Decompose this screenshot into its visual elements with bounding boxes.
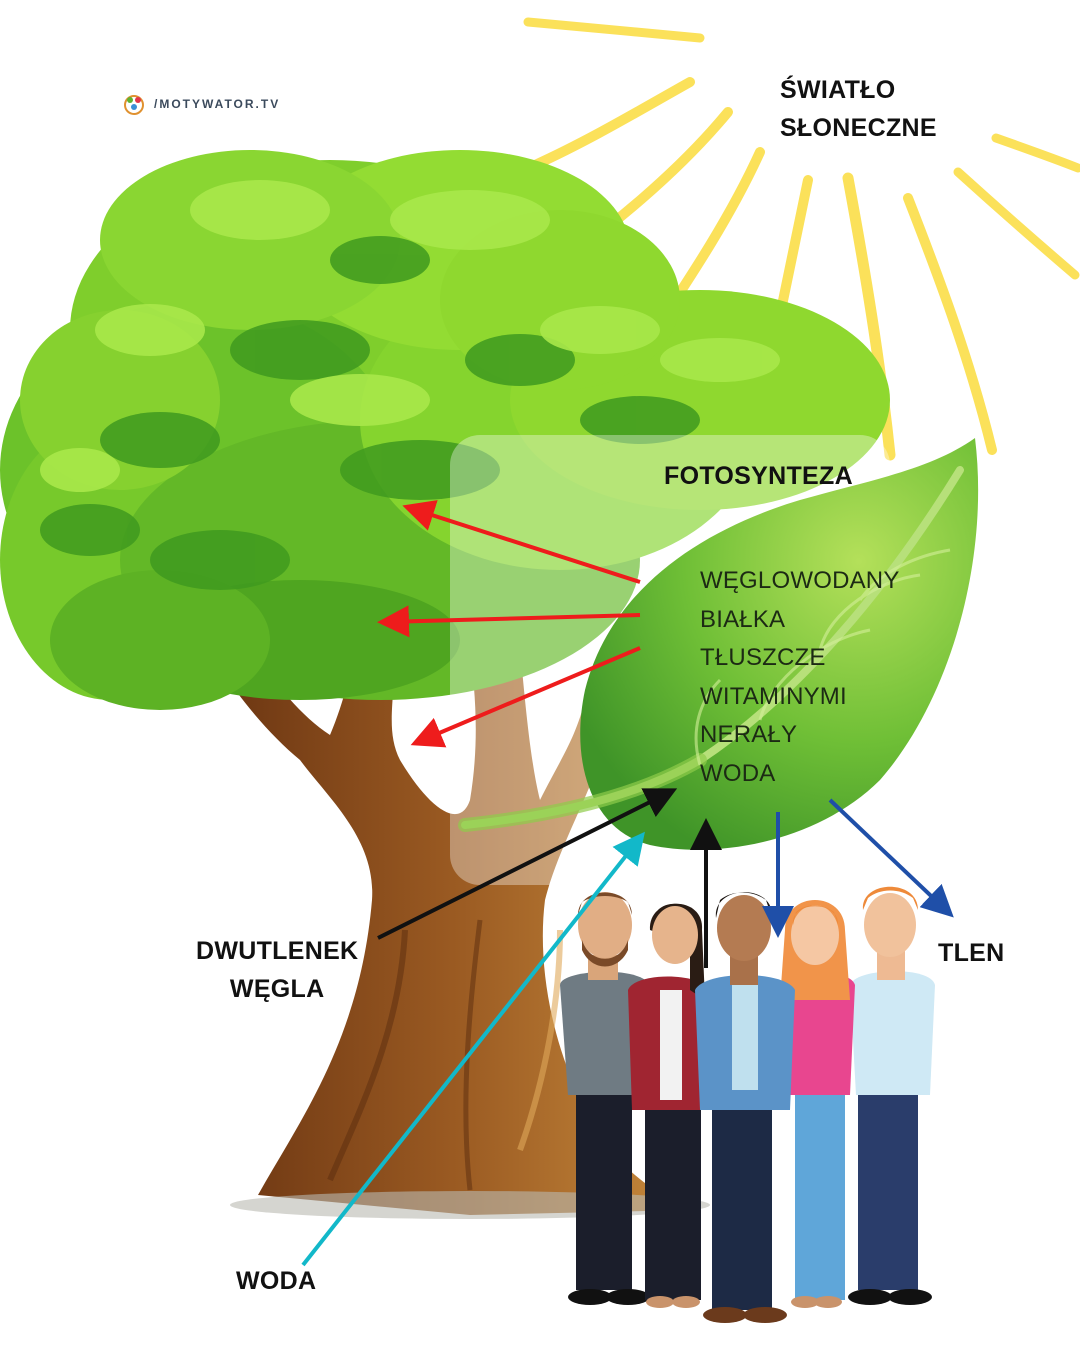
carbon-dioxide-label: DWUTLENEK WĘGLA <box>196 933 358 1008</box>
leaf-icon <box>458 438 979 850</box>
arrow-product-1 <box>402 500 641 584</box>
nutrient-item: WĘGLOWODANY <box>700 567 900 594</box>
oxygen-arrows <box>762 798 954 938</box>
arrow-product-3 <box>410 646 641 748</box>
tree-crown <box>0 150 890 710</box>
nutrient-item: NERAŁY <box>700 721 798 748</box>
person-5 <box>848 886 935 1305</box>
person-4 <box>780 900 855 1308</box>
nutrient-item: WITAMINYMI <box>700 682 847 710</box>
nutrients-list: WĘGLOWODANY BIAŁKA TŁUSZCZE WITAMINYMI N… <box>700 562 900 793</box>
sunlight-label: ŚWIATŁO SŁONECZNE <box>780 72 937 147</box>
arrow-product-2 <box>377 605 641 638</box>
brand-text: /MOTYWATOR.TV <box>154 97 281 111</box>
nutrient-item: WODA <box>700 759 776 787</box>
arrow-carbon-dioxide <box>377 788 678 940</box>
person-2 <box>628 903 710 1308</box>
water-label: WODA <box>236 1267 317 1295</box>
person-1 <box>560 892 650 1305</box>
arrow-oxygen-2 <box>828 798 954 918</box>
sunlight-label-line-1: ŚWIATŁO <box>780 76 896 104</box>
carbon-dioxide-label-line-1: DWUTLENEK <box>196 937 359 965</box>
nutrient-item: BIAŁKA <box>700 605 786 633</box>
nutrient-item: TŁUSZCZE <box>700 644 826 671</box>
motywator-logo-icon <box>124 95 144 115</box>
person-3 <box>695 892 795 1323</box>
oxygen-label: TLEN <box>938 939 1005 967</box>
carbon-dioxide-label-line-2: WĘGLA <box>229 974 325 1003</box>
photosynthesis-title: FOTOSYNTEZA <box>664 462 853 490</box>
sunlight-label-line-2: SŁONECZNE <box>780 113 937 142</box>
brand-logo[interactable]: /MOTYWATOR.TV <box>120 92 280 116</box>
people-group <box>560 886 935 1323</box>
arrow-water <box>301 831 645 1267</box>
product-arrows <box>377 500 641 748</box>
